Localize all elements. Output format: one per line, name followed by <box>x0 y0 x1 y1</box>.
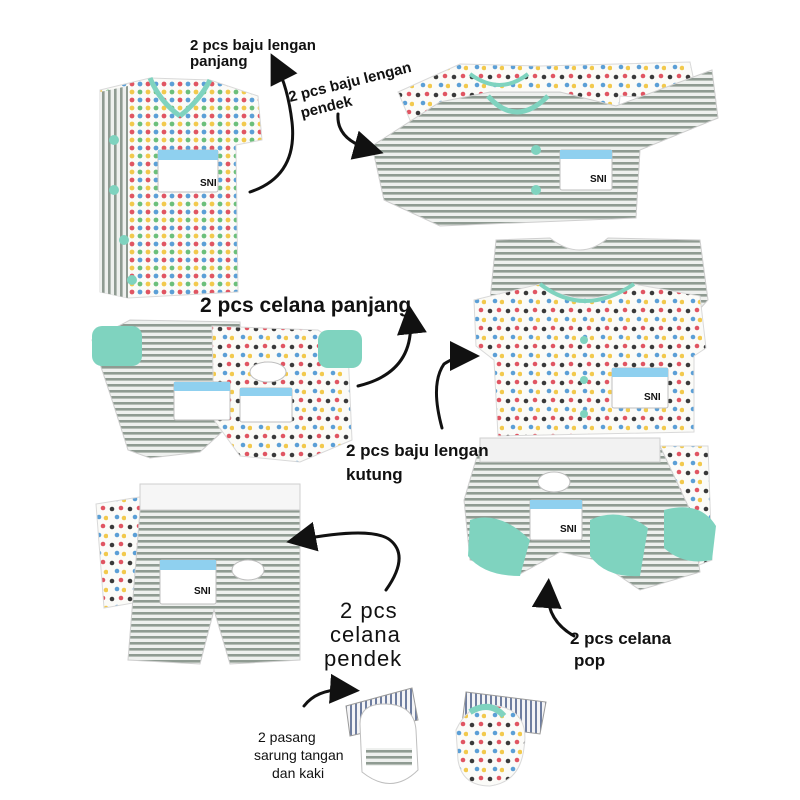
label-mittens-line1: 2 pasang <box>258 729 316 745</box>
label-short-pants-line1: 2 pcs <box>340 598 398 623</box>
annotation-labels: 2 pcs baju lengan panjang 2 pcs baju len… <box>190 37 672 781</box>
label-long-pants: 2 pcs celana panjang <box>200 294 411 317</box>
sni-tag-text: SNI <box>200 178 217 189</box>
label-pop-line1: 2 pcs celana <box>570 629 672 648</box>
sni-tag-text: SNI <box>644 392 661 403</box>
label-short-pants-line3: pendek <box>324 646 402 671</box>
short-pants-image: SNI <box>95 483 301 665</box>
sni-tag-text: SNI <box>194 586 211 597</box>
pop-pants-image: SNI <box>463 437 716 591</box>
long-sleeve-shirt-image: SNI <box>99 77 263 299</box>
sni-tag-text: SNI <box>560 524 577 535</box>
label-mittens-line2: sarung tangan <box>254 747 344 763</box>
label-short-pants-line2: celana <box>330 622 401 647</box>
short-sleeve-shirt-image: SNI <box>371 61 719 227</box>
label-long-sleeve-line2: panjang <box>190 53 248 70</box>
label-sleeveless-line2: kutung <box>346 465 403 484</box>
long-pants-image <box>91 319 362 463</box>
label-sleeveless-line1: 2 pcs baju lengan <box>346 441 489 460</box>
sleeveless-vest-image: SNI <box>473 237 709 437</box>
mittens-booties-image <box>345 687 547 787</box>
annotation-arrows <box>248 53 576 708</box>
label-mittens-line3: dan kaki <box>272 765 324 781</box>
label-long-sleeve-line1: 2 pcs baju lengan <box>190 37 316 54</box>
label-pop-line2: pop <box>574 651 605 670</box>
sni-tag-text: SNI <box>590 174 607 185</box>
